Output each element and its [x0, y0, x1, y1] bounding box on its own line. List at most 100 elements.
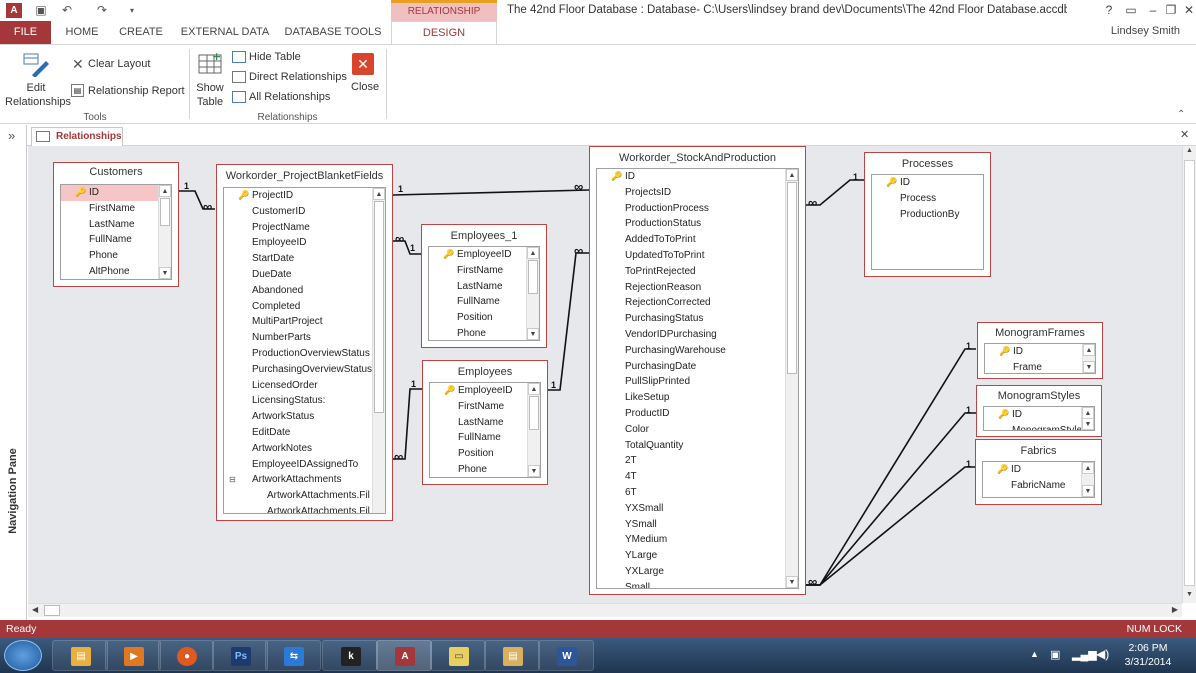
tab-design[interactable]: DESIGN — [391, 21, 497, 45]
field-item[interactable]: EditDate — [252, 426, 291, 438]
scroll-up-icon[interactable]: ▲ — [1186, 147, 1193, 154]
field-list[interactable]: 🔑ID FirstName LastName FullName Phone Al… — [60, 184, 172, 280]
field-item[interactable]: EmployeeIDAssignedTo — [252, 458, 359, 470]
field-item[interactable]: 2T — [625, 455, 637, 467]
scroll-down-icon[interactable]: ▼ — [1186, 591, 1193, 598]
table-fabrics[interactable]: Fabrics 🔑ID FabricName ▲▼ — [975, 439, 1102, 505]
collapse-ribbon-icon[interactable]: ⌃ — [1177, 109, 1186, 120]
field-item[interactable]: AltPhone — [89, 265, 130, 277]
tab-relationships[interactable]: Relationships — [31, 127, 123, 146]
field-item[interactable]: Position — [457, 312, 493, 324]
field-item[interactable]: FullName — [89, 234, 132, 246]
scroll-down-icon[interactable]: ▼ — [1082, 485, 1094, 497]
field-item[interactable]: ArtworkAttachments.Fil — [267, 490, 370, 502]
scroll-right-icon[interactable]: ▶ — [1171, 605, 1178, 614]
taskbar-teamviewer[interactable]: ⇆ — [265, 640, 321, 671]
field-item[interactable]: MonogramStyle — [1012, 424, 1083, 431]
field-item[interactable]: ArtworkAttachments.Fil — [267, 505, 370, 514]
field-item[interactable]: LastName — [457, 280, 503, 292]
scroll-thumb[interactable] — [160, 198, 170, 226]
scroll-down-icon[interactable]: ▼ — [159, 267, 171, 279]
table-workorder-stockandproduction[interactable]: Workorder_StockAndProduction 🔑ID Project… — [589, 146, 806, 595]
minimize-button[interactable]: – — [1149, 3, 1157, 17]
field-item[interactable]: Color — [625, 423, 649, 435]
field-item[interactable]: PullSlipPrinted — [625, 376, 691, 388]
show-hidden-icons[interactable]: ▲ — [1030, 649, 1039, 659]
field-item[interactable]: 🔑ID — [984, 407, 1094, 423]
field-item[interactable]: StartDate — [252, 253, 295, 265]
field-item[interactable]: 🔑ID — [61, 185, 171, 201]
navigation-pane[interactable]: » Navigation Pane — [0, 125, 27, 620]
table-customers[interactable]: Customers 🔑ID FirstName LastName FullNam… — [53, 162, 179, 287]
field-item[interactable]: ArtworkNotes — [252, 442, 313, 454]
restore-button[interactable]: ❐ — [1165, 3, 1177, 17]
scroll-thumb[interactable] — [44, 605, 60, 616]
vertical-scrollbar[interactable]: ▲▼ — [1081, 407, 1094, 430]
vertical-scrollbar[interactable]: ▲▼ — [1082, 344, 1095, 373]
table-employees-1[interactable]: Employees_1 🔑EmployeeID FirstName LastNa… — [421, 224, 547, 348]
scroll-down-icon[interactable]: ▼ — [786, 576, 798, 588]
field-item[interactable]: YMedium — [625, 534, 668, 546]
field-item[interactable]: ArtworkStatus — [252, 411, 315, 423]
field-item[interactable]: ToPrintRejected — [625, 265, 696, 277]
scroll-thumb[interactable] — [529, 396, 539, 430]
clear-layout-button[interactable]: Clear Layout — [88, 58, 151, 70]
close-document-icon[interactable]: ✕ — [1180, 129, 1190, 141]
field-item[interactable]: FabricName — [1011, 479, 1066, 491]
access-app-icon[interactable]: A — [6, 3, 22, 18]
tab-create[interactable]: CREATE — [119, 26, 163, 38]
scroll-up-icon[interactable]: ▲ — [786, 169, 798, 181]
vertical-scrollbar[interactable]: ▲▼ — [526, 247, 539, 340]
field-item[interactable]: LastName — [458, 416, 504, 428]
tab-external-data[interactable]: EXTERNAL DATA — [180, 26, 270, 38]
field-item[interactable]: YXSmall — [625, 502, 664, 514]
redo-icon[interactable]: ↷ — [96, 3, 108, 17]
canvas-vertical-scrollbar[interactable]: ▲ ▼ — [1182, 146, 1196, 603]
customize-qat-icon[interactable]: ▾ — [129, 6, 134, 15]
scroll-up-icon[interactable]: ▲ — [373, 188, 385, 200]
close-window-button[interactable]: ✕ — [1183, 3, 1195, 17]
field-item[interactable]: ProductID — [625, 407, 670, 419]
scroll-down-icon[interactable]: ▼ — [527, 328, 539, 340]
scroll-up-icon[interactable]: ▲ — [1082, 462, 1094, 474]
field-item[interactable]: ProductionBy — [900, 208, 960, 220]
field-item[interactable]: RejectionCorrected — [625, 297, 711, 309]
field-item[interactable]: 🔑EmployeeID — [429, 247, 539, 263]
field-item[interactable]: PurchasingWarehouse — [625, 344, 726, 356]
canvas-horizontal-scrollbar[interactable]: ◀ ▶ — [28, 603, 1182, 617]
table-monogramframes[interactable]: MonogramFrames 🔑ID Frame ▲▼ — [977, 322, 1103, 379]
show-table-button[interactable]: Show Table — [196, 82, 224, 108]
tab-home[interactable]: HOME — [65, 26, 99, 38]
field-item[interactable]: ProductionStatus — [625, 218, 702, 230]
field-item[interactable]: UpdatedToToPrint — [625, 249, 705, 261]
field-item[interactable]: LicensingStatus: — [252, 395, 326, 407]
tab-database-tools[interactable]: DATABASE TOOLS — [284, 26, 382, 38]
direct-relationships-button[interactable]: Direct Relationships — [249, 71, 347, 83]
field-item[interactable]: EmployeeID — [252, 237, 307, 249]
taskbar-firefox[interactable]: ● — [158, 640, 214, 671]
field-item[interactable]: 🔑ID — [872, 175, 983, 191]
table-monogramstyles[interactable]: MonogramStyles 🔑ID MonogramStyle ▲▼ — [976, 385, 1102, 437]
hide-table-button[interactable]: Hide Table — [249, 51, 301, 63]
scroll-down-icon[interactable]: ▼ — [528, 465, 540, 477]
field-list[interactable]: 🔑ID ProjectsID ProductionProcess Product… — [596, 168, 799, 589]
field-item[interactable]: LastName — [89, 218, 135, 230]
field-item[interactable]: PurchasingStatus — [625, 313, 704, 325]
vertical-scrollbar[interactable]: ▲ — [372, 188, 385, 513]
field-item[interactable]: FullName — [457, 296, 500, 308]
field-item[interactable]: NumberParts — [252, 332, 311, 344]
taskbar-word[interactable]: W — [538, 640, 594, 671]
nav-pane-expand-icon[interactable]: » — [8, 128, 16, 143]
scroll-thumb[interactable] — [787, 182, 797, 374]
field-item[interactable]: RejectionReason — [625, 281, 702, 293]
field-item[interactable]: FirstName — [89, 202, 136, 214]
vertical-scrollbar[interactable]: ▲▼ — [158, 185, 171, 279]
field-item[interactable]: Phone — [457, 327, 486, 339]
taskbar-explorer[interactable]: ▤ — [52, 640, 108, 671]
field-list[interactable]: 🔑EmployeeID FirstName LastName FullName … — [429, 382, 541, 478]
field-item[interactable]: Position — [458, 448, 494, 460]
field-item[interactable]: PurchasingDate — [625, 360, 697, 372]
field-item[interactable]: 🔑ID — [983, 462, 1094, 478]
show-table-icon[interactable]: + — [198, 50, 224, 75]
table-workorder-projectblanketfields[interactable]: Workorder_ProjectBlanketFields 🔑ProjectI… — [216, 164, 393, 521]
